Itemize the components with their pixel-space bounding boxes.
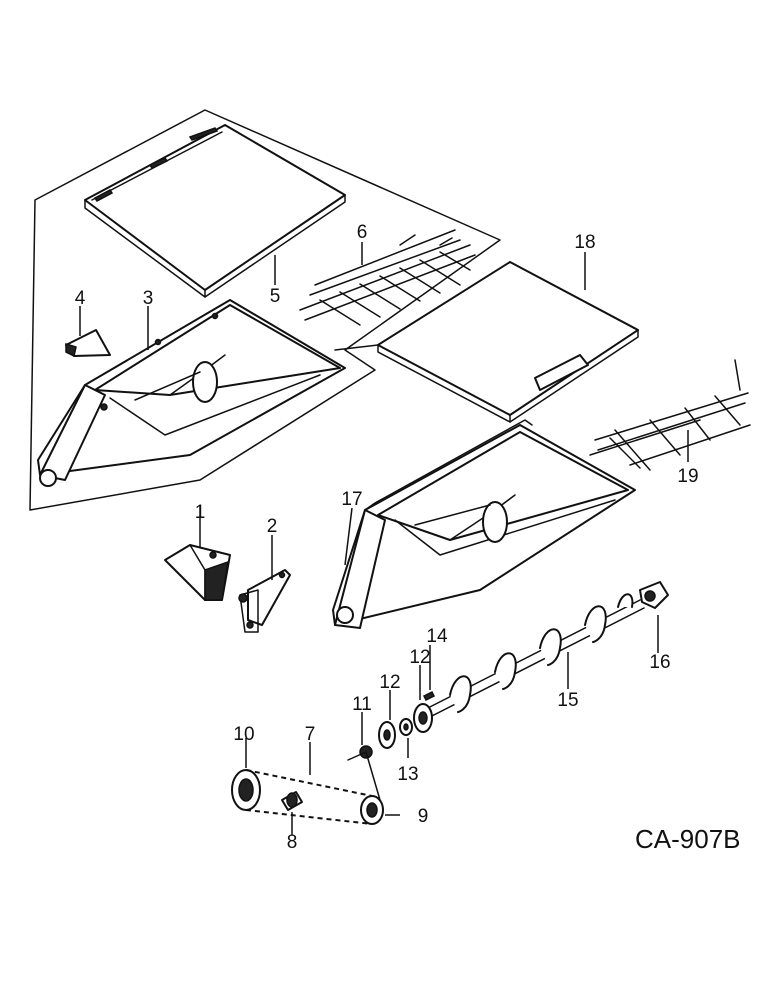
part-2-mount-bracket [238,569,291,633]
part-15-auger [419,593,645,721]
callout-12b: 12 [409,647,430,668]
callout-2: 2 [267,516,278,537]
callout-7: 7 [305,724,316,745]
callout-1: 1 [195,502,206,523]
part-4-bracket [65,329,111,358]
callout-14: 14 [426,626,448,647]
part-17-hopper [332,419,636,629]
part-3-hopper [37,299,346,487]
callout-3: 3 [143,288,154,309]
part-19-grate [589,359,751,471]
figure-id: CA-907B [635,824,741,854]
callout-9: 9 [418,806,429,827]
callout-16: 16 [649,652,670,673]
callout-15: 15 [557,690,578,711]
part-16-bearing [639,581,669,609]
callout-5: 5 [270,286,281,307]
part-18-cover-panel [334,261,639,423]
part-9-sprocket [360,795,384,825]
callout-17: 17 [341,489,362,510]
part-10-sprocket [231,769,261,811]
part-13-bushing [399,718,413,736]
part-14-key [422,690,436,702]
part-7-chain [245,751,381,825]
part-12-washer [378,721,396,749]
callout-6: 6 [357,222,368,243]
part-1-shield [164,544,231,601]
callout-12a: 12 [379,672,400,693]
callout-19: 19 [677,466,698,487]
part-8-idler [281,791,303,811]
callout-4: 4 [75,288,86,309]
left-assembly-outline [29,109,501,511]
callout-8: 8 [287,832,298,853]
callout-10: 10 [233,724,254,745]
callout-18: 18 [574,232,595,253]
callout-11: 11 [352,694,372,715]
part-6-grate [299,229,476,326]
callout-13: 13 [397,764,418,785]
part-12-flange [413,703,433,733]
leader-lines [79,242,689,835]
part-5-cover-panel [84,124,346,298]
callout-labels: 1 2 3 4 5 6 7 8 9 10 11 12 12 13 14 15 1… [75,222,699,853]
